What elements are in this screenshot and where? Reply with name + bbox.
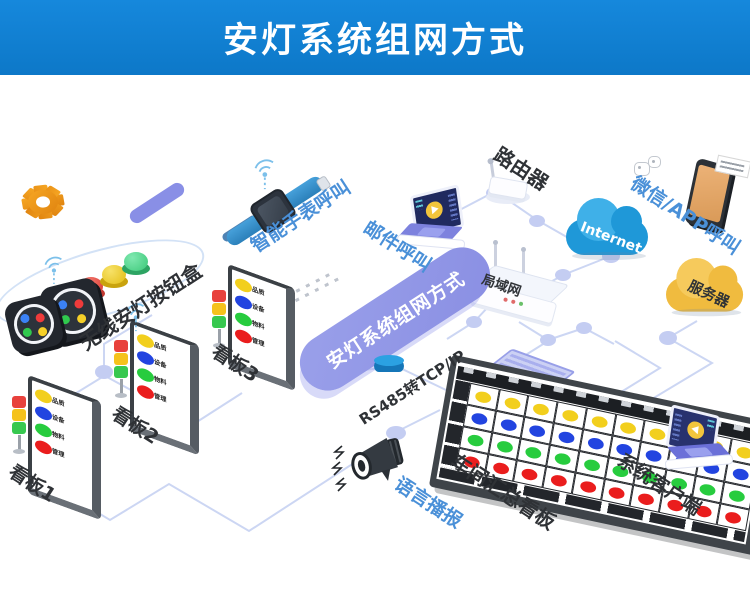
junction-dot bbox=[386, 426, 406, 440]
wifi-signal-icon bbox=[44, 256, 62, 284]
link-to-summary bbox=[397, 409, 441, 432]
client-laptop bbox=[664, 404, 734, 472]
junction-dot bbox=[540, 334, 556, 346]
antenna-icon bbox=[493, 240, 498, 274]
screen-text-lines bbox=[706, 419, 715, 431]
lan-router bbox=[468, 240, 570, 328]
tower-light bbox=[114, 340, 128, 398]
wifi-signal-icon bbox=[254, 159, 274, 190]
screen-text-lines bbox=[415, 199, 424, 211]
antenna-icon bbox=[521, 247, 526, 275]
tower-light bbox=[212, 290, 226, 348]
junction-dot bbox=[95, 365, 113, 379]
gear-icon bbox=[21, 184, 65, 220]
green-button bbox=[121, 251, 151, 275]
router-device bbox=[484, 161, 532, 206]
kanban-rows: 品质设备物料管理 bbox=[34, 385, 90, 471]
link-rs485-board bbox=[397, 366, 447, 391]
link-lan-right bbox=[518, 321, 615, 345]
pie-chart-icon bbox=[424, 199, 444, 221]
play-chart-icon bbox=[686, 419, 706, 441]
junction-dot bbox=[555, 269, 571, 281]
page-title: 安灯系统组网方式 bbox=[222, 21, 527, 61]
junction-dot bbox=[659, 331, 677, 345]
kanban-rows: 品质设备物料管理 bbox=[234, 274, 284, 358]
junction-dot bbox=[529, 215, 545, 227]
screen-text-lines bbox=[671, 413, 683, 441]
rs485-converter bbox=[374, 355, 404, 372]
kanban-rows: 品质设备物料管理 bbox=[136, 330, 188, 415]
header-banner: 安灯系统组网方式 bbox=[0, 0, 750, 75]
wifi-signal-icon bbox=[126, 303, 144, 332]
tower-light bbox=[12, 396, 26, 454]
speaker-icon bbox=[351, 437, 404, 481]
yellow-button bbox=[99, 264, 129, 288]
screen-text-lines bbox=[447, 193, 459, 221]
junction-dot bbox=[466, 316, 482, 328]
junction-dot bbox=[576, 322, 592, 334]
sound-waves-icon bbox=[330, 445, 347, 492]
